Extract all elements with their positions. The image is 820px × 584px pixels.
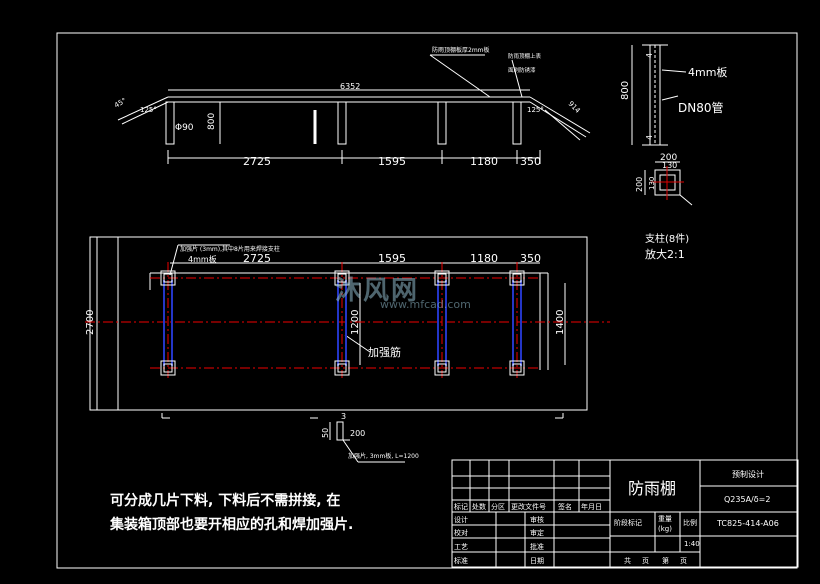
tb-r0: 设计 (454, 515, 468, 524)
base-inner: 130 (662, 161, 677, 170)
tb-s1: 审定 (530, 528, 544, 537)
seg-4: 350 (520, 155, 541, 168)
angle-left-2: 125° (140, 106, 157, 114)
plan-seg-3: 1180 (470, 252, 498, 265)
tb-h4: 签名 (558, 502, 572, 511)
tb-r3: 标准 (454, 556, 468, 565)
stiffener-section (329, 421, 405, 463)
plan-callout-1: 加强片 (3mm),其中8片用来焊接支柱 (180, 245, 280, 253)
detail-small-top: 4 (645, 53, 654, 58)
tb-weight-2: (kg) (658, 525, 672, 533)
note-line-1: 可分成几片下料, 下料后不需拼接, 在 (110, 493, 341, 509)
seg-3: 1180 (470, 155, 498, 168)
rib-label: 加强筋 (368, 345, 401, 359)
tb-title: 防雨棚 (628, 479, 676, 498)
elevation-view (117, 54, 591, 164)
tb-weight-1: 重量 (658, 515, 672, 523)
tb-r2: 工艺 (454, 543, 468, 551)
watermark-brand: 沐风网 (335, 276, 420, 306)
tb-scale-value: 1:40 (684, 540, 700, 548)
title-block (451, 459, 799, 568)
post-height: 800 (207, 113, 217, 130)
base-h-inner: 130 (648, 177, 656, 190)
detail-height: 800 (620, 81, 631, 100)
posts (165, 101, 522, 145)
tb-h5: 年月日 (581, 502, 602, 511)
tb-sheet-no: 第 (662, 556, 669, 565)
slope-dim: 914 (567, 100, 582, 115)
plan-right-h: 1400 (555, 310, 566, 335)
tb-s0: 审核 (530, 515, 544, 524)
drawing-frame (56, 32, 798, 569)
callout-3: 面刷防锈漆 (508, 66, 536, 74)
stiff-t: 3 (341, 412, 346, 421)
seg-2: 1595 (378, 155, 406, 168)
stiff-callout: 加强片, 3mm板, L=1200 (348, 452, 419, 460)
tb-company: 预制设计 (732, 469, 764, 479)
post-plates (160, 270, 525, 376)
pipe-dia: Φ90 (175, 123, 194, 133)
tb-h0: 标记 (454, 502, 468, 511)
tb-material: Q235A/δ=2 (724, 495, 770, 504)
tb-h2: 分区 (491, 502, 505, 511)
stiff-h: 50 (321, 428, 330, 438)
angle-right: 125° (527, 106, 544, 114)
detail-small-bottom: 4 (645, 135, 654, 140)
base-h: 200 (635, 177, 644, 192)
tb-drawing-no: TC825-414-A06 (716, 519, 779, 528)
tb-h3: 更改文件号 (511, 502, 546, 511)
plate-label: 4mm板 (688, 65, 727, 79)
callout-1: 防雨顶棚板厚2mm板 (432, 46, 490, 54)
detail-caption-1: 支柱(8件) (645, 232, 689, 245)
angle-left: 45° (113, 97, 128, 110)
seg-1: 2725 (243, 155, 271, 168)
callout-2: 防雨顶棚上表 (508, 52, 542, 60)
stiff-w: 200 (350, 429, 365, 438)
plan-seg-1: 2725 (243, 252, 271, 265)
tb-s2: 批准 (530, 542, 544, 551)
base-w: 200 (660, 153, 677, 163)
plan-seg-4: 350 (520, 252, 541, 265)
tb-sheet-page-2: 页 (680, 557, 687, 565)
plan-inner-h: 1200 (350, 310, 361, 335)
watermark-url: www.mfcad.com (380, 298, 471, 311)
ribs (163, 280, 522, 366)
tb-h1: 处数 (472, 502, 486, 511)
tb-scale-label: 比例 (683, 518, 697, 527)
detail-caption-2: 放大2:1 (645, 247, 685, 261)
tb-sheet-total: 共 (624, 556, 631, 565)
tb-s3: 日期 (530, 557, 544, 565)
tb-r1: 校对 (454, 528, 468, 537)
overall-width: 6352 (340, 82, 360, 91)
tb-sheet-page: 页 (642, 557, 649, 565)
plan-thickness: 4mm板 (188, 254, 217, 264)
note-line-2: 集装箱顶部也要开相应的孔和焊加强片. (110, 517, 354, 533)
plan-seg-2: 1595 (378, 252, 406, 265)
plan-overall-h: 2700 (85, 310, 96, 335)
center-lines (85, 262, 610, 378)
pipe-label: DN80管 (678, 100, 724, 115)
tb-stage: 阶段标记 (614, 518, 642, 527)
